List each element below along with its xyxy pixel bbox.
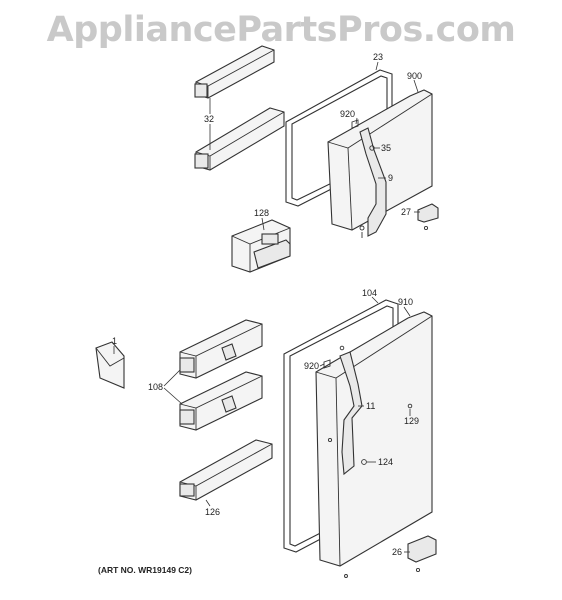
screw-top-fresh[interactable] xyxy=(339,345,345,351)
label-920-top: 920 xyxy=(340,109,355,119)
screw-920-bottom[interactable] xyxy=(323,359,331,369)
leader-104 xyxy=(371,296,379,304)
label-128: 128 xyxy=(254,208,269,218)
label-9: 9 xyxy=(388,173,393,183)
label-35: 35 xyxy=(381,143,391,153)
door-shelf-bin-lower[interactable] xyxy=(194,107,285,171)
leader-126 xyxy=(205,499,211,507)
screw-mid-fresh[interactable] xyxy=(327,437,333,443)
leader-920-top xyxy=(355,117,358,125)
leader-920-bottom xyxy=(319,363,325,367)
dairy-bin-128[interactable] xyxy=(231,219,291,273)
label-11: 11 xyxy=(366,401,375,411)
leader-900 xyxy=(413,79,419,93)
label-129: 129 xyxy=(404,416,419,426)
label-1: 1 xyxy=(112,336,117,346)
label-104: 104 xyxy=(362,288,377,298)
leader-910 xyxy=(403,306,411,317)
bottom-hinge-26[interactable] xyxy=(407,535,437,573)
label-27: 27 xyxy=(401,207,411,217)
fresh-food-door-handle[interactable] xyxy=(339,351,363,476)
door-bin-108-lower[interactable] xyxy=(179,371,263,431)
screw-bottom-fresh[interactable] xyxy=(344,574,348,578)
freezer-door-panel[interactable] xyxy=(327,89,433,231)
label-26: 26 xyxy=(392,547,402,557)
door-bin-108-upper[interactable] xyxy=(179,319,263,379)
screw-920-top[interactable] xyxy=(351,119,359,129)
door-bin-126[interactable] xyxy=(179,439,273,501)
watermark-text: AppliancePartsPros.com xyxy=(46,10,516,50)
label-32: 32 xyxy=(204,114,214,124)
label-23: 23 xyxy=(373,52,383,62)
bottom-hinge-27[interactable] xyxy=(417,203,439,231)
leader-108 xyxy=(163,369,183,405)
label-108: 108 xyxy=(148,382,163,392)
leader-128 xyxy=(261,217,265,231)
door-shelf-bin-upper[interactable] xyxy=(194,45,275,99)
leader-23 xyxy=(375,61,379,71)
label-124: 124 xyxy=(378,457,393,467)
literature-kit-1[interactable] xyxy=(95,341,125,389)
label-900: 900 xyxy=(407,71,422,81)
label-910: 910 xyxy=(398,297,413,307)
stop-124[interactable] xyxy=(361,459,367,465)
fresh-food-door-panel[interactable] xyxy=(315,311,433,567)
label-126: 126 xyxy=(205,507,220,517)
art-number: (ART NO. WR19149 C2) xyxy=(98,565,192,575)
plug-129[interactable] xyxy=(407,403,413,409)
screw-bottom-freezer[interactable] xyxy=(359,225,365,231)
label-920-bottom: 920 xyxy=(304,361,319,371)
